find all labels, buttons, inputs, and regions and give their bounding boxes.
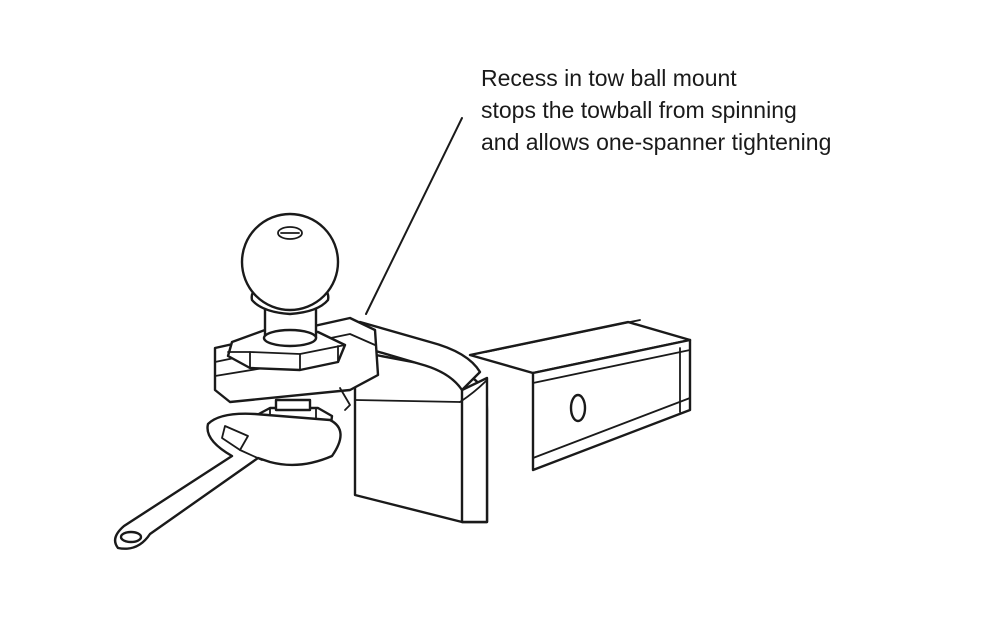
callout-line-1: Recess in tow ball mount (481, 65, 737, 91)
ball-top-marking (277, 226, 303, 240)
spanner (113, 412, 342, 550)
spanner-hole (119, 530, 143, 544)
tow-ball (240, 212, 340, 348)
receiver-shank (468, 319, 692, 472)
pin-hole (569, 393, 587, 423)
callout-line-2: stops the towball from spinning (481, 97, 797, 123)
callout-line-3: and allows one-spanner tightening (481, 129, 832, 155)
recess-callout-text: Recess in tow ball mount stops the towba… (481, 62, 961, 158)
callout-leader-line (365, 117, 463, 315)
mount-body (350, 320, 489, 524)
